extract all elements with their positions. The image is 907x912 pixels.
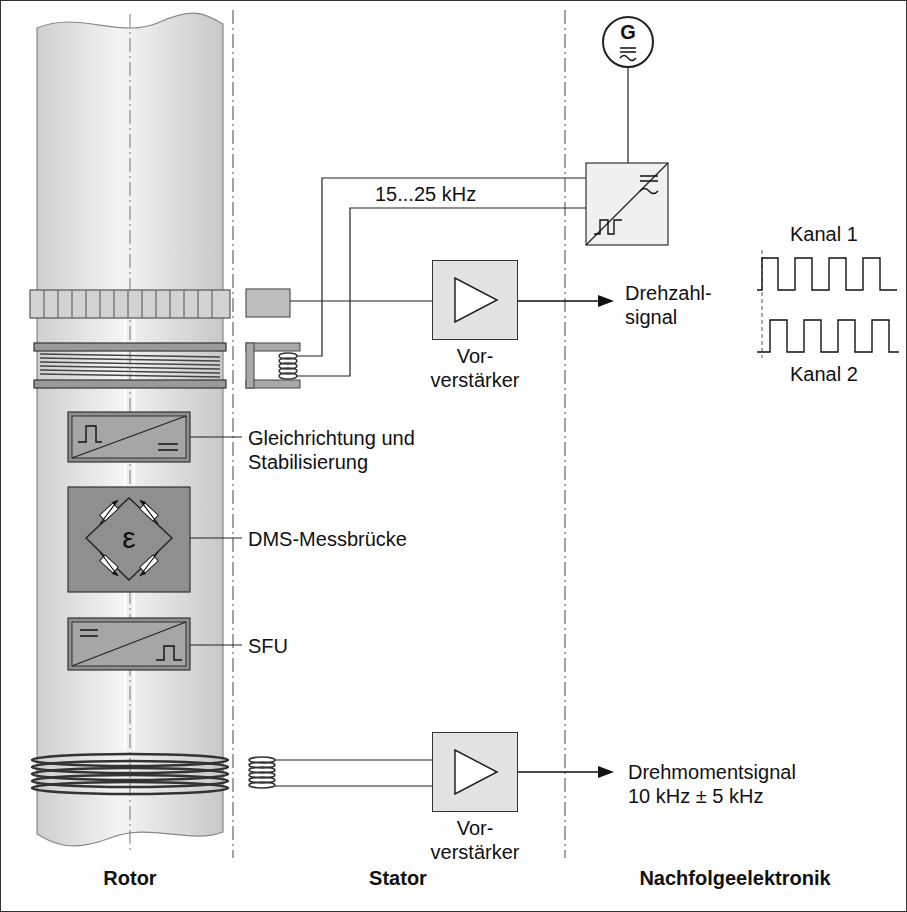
stator-coil	[279, 353, 297, 379]
pulse-symbol	[156, 646, 182, 660]
supply-wire	[297, 208, 586, 376]
amplifier-block: Vor- verstärker	[420, 260, 530, 392]
leader-line	[190, 437, 242, 438]
gauge-arrowhead	[112, 500, 146, 576]
gear-teeth	[44, 290, 212, 318]
signal-wire	[275, 760, 432, 786]
divider-line	[233, 10, 234, 858]
rectifier-diagonal	[72, 416, 186, 458]
speed-pickup	[246, 289, 290, 317]
generator-circle: G	[602, 16, 654, 68]
coil-turn	[32, 782, 228, 794]
column-heading: Stator	[369, 866, 427, 890]
bridge-box	[68, 487, 190, 592]
channel-label: Kanal 2	[790, 362, 858, 386]
bridge-diamond	[86, 498, 172, 580]
signal-wire	[290, 300, 432, 301]
strain-symbol: ε	[122, 523, 135, 553]
leader-line	[190, 645, 242, 646]
rectifier-box	[68, 412, 190, 462]
arrowhead	[598, 295, 614, 307]
ac-symbol	[78, 426, 102, 442]
amplifier-triangle	[455, 278, 497, 322]
rotor-output-coil	[32, 754, 228, 794]
square-symbol	[594, 220, 622, 234]
transformer-disk	[34, 380, 226, 388]
signal-name: Drehzahl- signal	[625, 281, 725, 329]
frequency-label: 15...25 kHz	[375, 182, 476, 206]
amplifier-box	[432, 732, 518, 812]
vfc-diagonal	[72, 622, 186, 666]
channel-label: Kanal 1	[790, 222, 858, 246]
transformer-disk	[34, 343, 226, 351]
output-arrow	[518, 771, 600, 772]
stator-output-coil	[249, 757, 275, 788]
waveform	[757, 258, 897, 290]
amplifier-block: Vor- verstärker	[420, 732, 530, 864]
dc-symbol	[640, 176, 658, 181]
supply-wire	[297, 178, 586, 356]
vfc-box	[68, 618, 190, 670]
signal-name: Drehmomentsignal 10 kHz ± 5 kHz	[628, 760, 818, 808]
output-arrow	[518, 300, 600, 301]
generator-wire	[627, 68, 628, 163]
generator-label: G	[604, 21, 652, 43]
callout-label: Gleichrichtung und Stabilisierung	[248, 426, 423, 474]
dc-symbol	[158, 444, 178, 450]
amplifier-label: Vor- verstärker	[420, 816, 530, 864]
ac-symbol	[640, 189, 658, 194]
vfc-inner	[72, 622, 186, 666]
rotor-coil	[40, 354, 220, 377]
amplifier-label: Vor- verstärker	[420, 344, 530, 392]
column-heading: Rotor	[103, 866, 156, 890]
divider-line	[565, 10, 566, 858]
callout-label: DMS-Messbrücke	[248, 527, 407, 551]
coil-turn	[249, 782, 275, 788]
column-heading: Nachfolgeelektronik	[639, 866, 830, 890]
dc-symbol	[80, 630, 98, 636]
dc-symbol	[620, 48, 636, 52]
stator-core	[246, 343, 254, 388]
rectifier-inner	[72, 416, 186, 458]
converter-box	[586, 163, 668, 245]
amplifier-symbol	[433, 261, 516, 338]
leader-line	[190, 538, 242, 539]
gear-ring	[30, 290, 230, 318]
ac-symbol	[620, 56, 636, 61]
waveform	[757, 320, 899, 352]
callout-label: SFU	[248, 634, 288, 658]
gauge-arrow	[100, 500, 158, 576]
converter-diagonal	[586, 163, 668, 245]
arrowhead	[598, 766, 614, 778]
coil-turn	[279, 373, 297, 379]
amplifier-symbol	[433, 733, 516, 810]
amplifier-triangle	[455, 750, 497, 794]
amplifier-box	[432, 260, 518, 340]
